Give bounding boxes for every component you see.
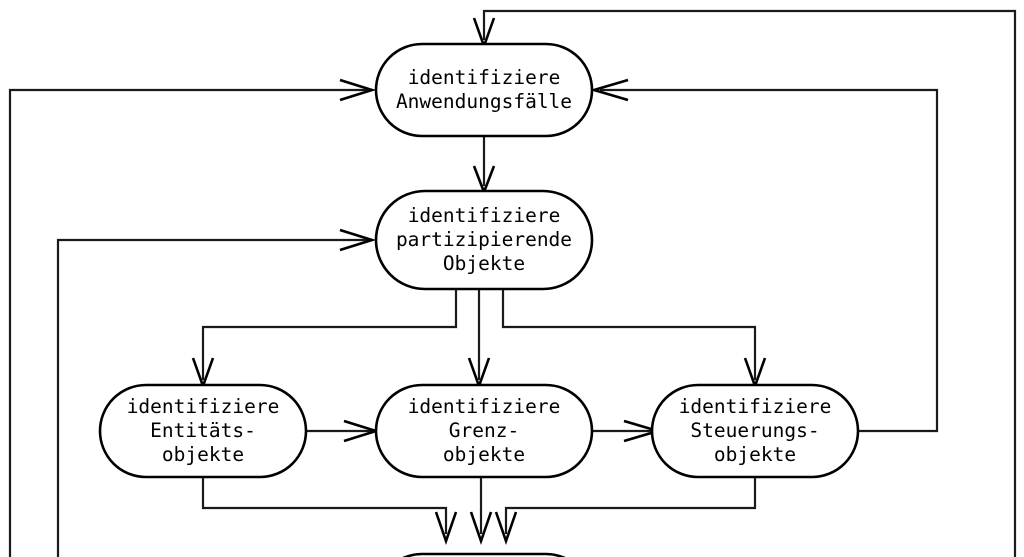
edge-grenz-to-bottom bbox=[469, 477, 493, 545]
node-label-line: identifiziere bbox=[127, 395, 280, 418]
node-shape bbox=[374, 383, 594, 479]
arrowhead-icon bbox=[589, 78, 629, 102]
node-label-line: identifiziere bbox=[408, 66, 561, 89]
node-shape bbox=[374, 42, 594, 138]
edge-entitaets-to-grenz bbox=[306, 419, 381, 443]
arrowhead-icon bbox=[434, 511, 458, 545]
edge-path bbox=[8, 88, 368, 557]
edge-anwendungsfaelle-to-partizipierende bbox=[472, 136, 496, 196]
edge-far-left-loop-into-anwendungsfaelle bbox=[8, 78, 377, 557]
edge-path bbox=[56, 238, 368, 557]
arrowhead-icon bbox=[469, 511, 493, 545]
arrowhead-icon bbox=[339, 228, 377, 252]
node-shape bbox=[650, 383, 860, 479]
edge-layer bbox=[8, 9, 1017, 557]
node-label-line: Objekte bbox=[443, 252, 525, 275]
node-bottom-node-clipped[interactable] bbox=[376, 552, 592, 557]
node-shape bbox=[98, 383, 308, 479]
arrowhead-icon bbox=[339, 78, 377, 102]
edge-steuerungs-feedback-to-anwendungsfaelle bbox=[589, 78, 939, 433]
edge-path bbox=[504, 477, 757, 534]
node-label-line: Entitäts- bbox=[150, 419, 256, 442]
edge-entitaets-to-bottom bbox=[201, 477, 458, 545]
edge-left-loop-into-partizipierende bbox=[56, 228, 377, 557]
edge-grenz-to-steuerungs bbox=[592, 419, 663, 443]
edge-path bbox=[482, 9, 1017, 557]
edge-partizipierende-fanout-center bbox=[467, 289, 491, 390]
node-label-line: objekte bbox=[162, 443, 244, 466]
node-label-line: Anwendungsfälle bbox=[396, 90, 572, 113]
node-label-line: identifiziere bbox=[408, 395, 561, 418]
node-label-line: objekte bbox=[714, 443, 796, 466]
edge-steuerungs-to-bottom bbox=[494, 477, 757, 545]
node-label-line: objekte bbox=[443, 443, 525, 466]
edge-path bbox=[501, 289, 757, 380]
node-label-line: partizipierende bbox=[396, 228, 572, 251]
arrowhead-icon bbox=[494, 511, 518, 545]
node-label-line: identifiziere bbox=[679, 395, 832, 418]
edge-path bbox=[201, 289, 458, 380]
node-label-line: identifiziere bbox=[408, 204, 561, 227]
edge-partizipierende-fanout-right bbox=[501, 289, 767, 390]
node-label-line: Grenz- bbox=[449, 419, 519, 442]
edge-path bbox=[600, 88, 939, 433]
edge-partizipierende-fanout-left bbox=[191, 289, 458, 390]
node-shape bbox=[402, 552, 566, 557]
node-shape bbox=[374, 189, 594, 291]
edge-path bbox=[201, 477, 448, 534]
node-label-line: Steuerungs- bbox=[690, 419, 819, 442]
